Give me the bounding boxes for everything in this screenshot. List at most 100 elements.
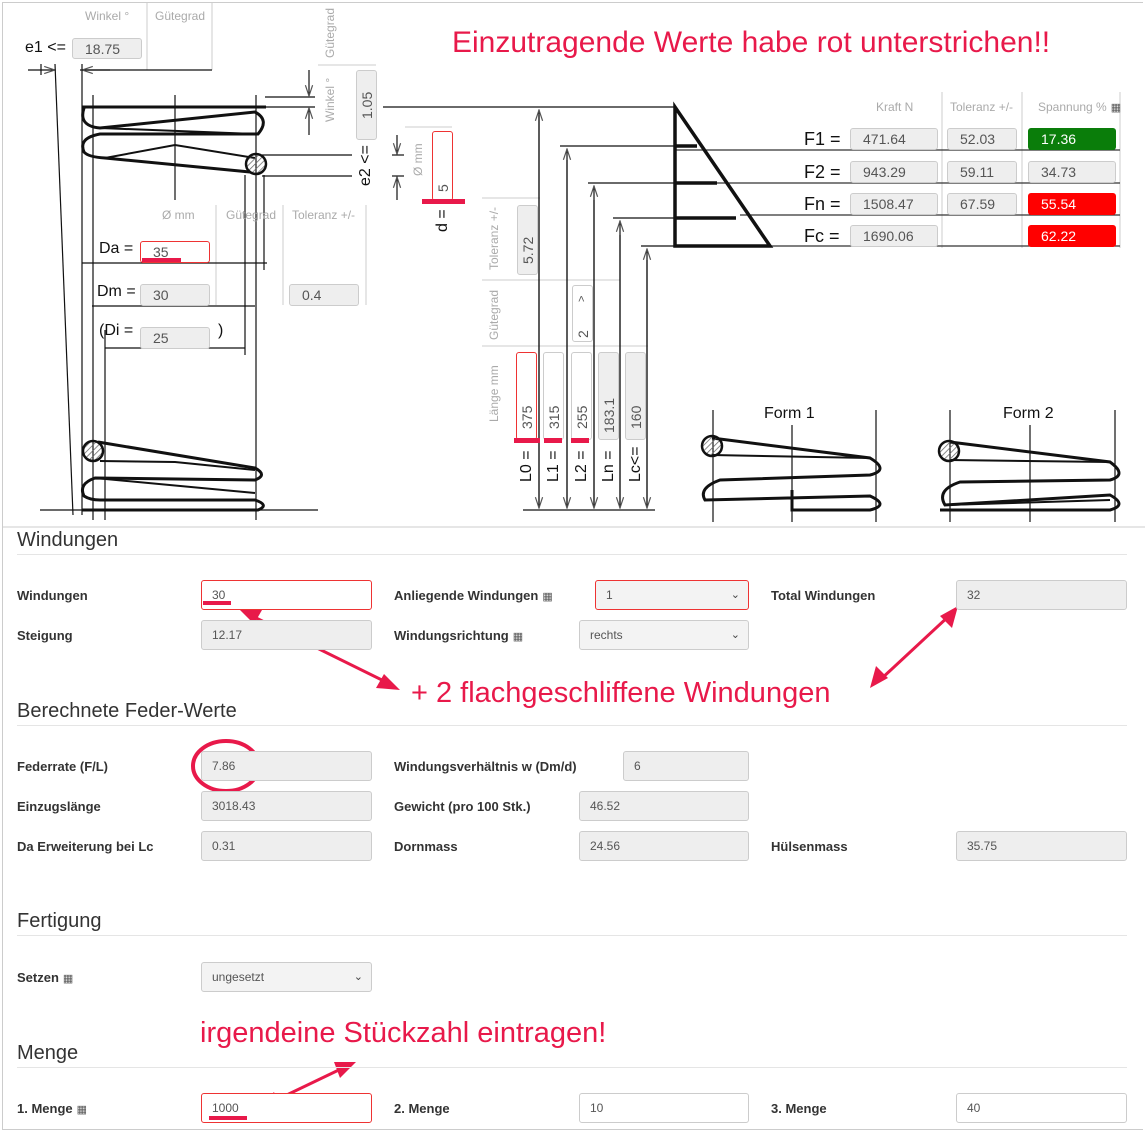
- gewicht-input: 46.52: [579, 791, 749, 821]
- anliegende-label: Anliegende Windungen▦: [394, 588, 553, 603]
- l0-value: 375: [519, 405, 535, 429]
- f2-spannung: 34.73: [1028, 161, 1116, 183]
- f2-kraft[interactable]: 943.29: [850, 161, 938, 183]
- l1-underline: [544, 438, 562, 443]
- dorn-label: Dornmass: [394, 839, 458, 854]
- e2-guetegrad-header: Gütegrad: [323, 7, 337, 58]
- gewicht-label: Gewicht (pro 100 Stk.): [394, 799, 531, 814]
- setzen-value: ungesetzt: [212, 970, 265, 984]
- d-unit-header: Ø mm: [411, 143, 425, 176]
- menge-annotation: irgendeine Stückzahl eintragen!: [200, 1017, 607, 1049]
- l2-label: L2 =: [573, 450, 590, 482]
- f2-toleranz[interactable]: 59.11: [947, 161, 1017, 183]
- di-label: (Di =: [99, 322, 134, 339]
- divider: [17, 935, 1127, 936]
- anliegende-text: Anliegende Windungen: [394, 588, 539, 603]
- e1-label: e1 <=: [25, 39, 66, 56]
- fc-label: Fc =: [804, 226, 840, 246]
- header-kraft: Kraft N: [876, 100, 914, 114]
- title-annotation: Einzutragende Werte habe rot unterstrich…: [452, 26, 1051, 59]
- info-icon[interactable]: ▦: [76, 1104, 88, 1116]
- spannung-text: Spannung %: [1038, 100, 1107, 114]
- length-guetegrad-select[interactable]: 2>: [572, 285, 593, 342]
- anliegende-select[interactable]: 1⌄: [595, 580, 749, 610]
- dorn-input: 24.56: [579, 831, 749, 861]
- da-underline: [142, 258, 181, 262]
- fn-label: Fn =: [804, 194, 841, 214]
- total-input: 32: [956, 580, 1127, 610]
- section-berechnet: Berechnete Feder-Werte: [17, 700, 237, 722]
- windungen-underline: [203, 601, 231, 605]
- setzen-label: Setzen▦: [17, 970, 73, 985]
- ln-input[interactable]: 183.1: [598, 352, 619, 440]
- chevron-icon: >: [576, 295, 588, 302]
- chevron-down-icon: ⌄: [353, 971, 363, 983]
- menge1-label: 1. Menge▦: [17, 1101, 87, 1116]
- e2-input[interactable]: 1.05: [356, 70, 377, 140]
- di-input[interactable]: 25: [140, 327, 210, 349]
- huelse-label: Hülsenmass: [771, 839, 848, 854]
- l2-value: 255: [574, 405, 590, 429]
- fc-kraft[interactable]: 1690.06: [850, 225, 938, 247]
- total-label: Total Windungen: [771, 588, 876, 603]
- header-winkel: Winkel °: [85, 9, 130, 23]
- l1-input[interactable]: 315: [543, 352, 564, 440]
- l0-underline: [514, 438, 540, 443]
- richtung-text: Windungsrichtung: [394, 628, 509, 643]
- chevron-down-icon: ⌄: [730, 629, 740, 641]
- menge1-input[interactable]: 1000: [201, 1093, 372, 1123]
- lc-label: Lc<=: [627, 446, 644, 482]
- lc-input[interactable]: 160: [625, 352, 646, 440]
- fn-spannung: 55.54: [1028, 193, 1116, 215]
- menge2-input[interactable]: 10: [579, 1093, 749, 1123]
- ln-value: 183.1: [601, 397, 617, 433]
- header-spannung: Spannung %▦: [1038, 100, 1121, 114]
- d-underline: [422, 199, 465, 204]
- d-input[interactable]: 5: [432, 131, 453, 201]
- info-icon[interactable]: ▦: [542, 591, 553, 603]
- steigung-label: Steigung: [17, 628, 73, 643]
- e1-input[interactable]: 18.75: [72, 38, 142, 59]
- header-guetegrad: Gütegrad: [155, 9, 206, 23]
- e2-value: 1.05: [359, 91, 375, 119]
- richtung-value: rechts: [590, 628, 623, 642]
- l1-label: L1 =: [545, 450, 562, 482]
- l1-value: 315: [546, 405, 562, 429]
- richtung-select[interactable]: rechts ⌄: [579, 620, 749, 650]
- fc-spannung: 62.22: [1028, 225, 1116, 247]
- f2-label: F2 =: [804, 162, 841, 182]
- form2-label: Form 2: [1003, 405, 1054, 422]
- setzen-text: Setzen: [17, 970, 59, 985]
- anliegende-value: 1: [606, 588, 613, 602]
- d-value: 5: [435, 184, 451, 192]
- da-input[interactable]: 35: [140, 241, 210, 263]
- setzen-select[interactable]: ungesetzt ⌄: [201, 962, 372, 992]
- dm-input[interactable]: 30: [140, 284, 210, 306]
- length-toleranz-input[interactable]: 5.72: [517, 205, 538, 275]
- einzug-label: Einzugslänge: [17, 799, 101, 814]
- divider: [17, 725, 1127, 726]
- info-icon[interactable]: ▦: [62, 973, 74, 985]
- l0-input[interactable]: 375: [516, 352, 537, 440]
- windungen-label: Windungen: [17, 588, 88, 603]
- menge3-input[interactable]: 40: [956, 1093, 1127, 1123]
- fn-toleranz[interactable]: 67.59: [947, 193, 1017, 215]
- info-icon[interactable]: ▦: [1110, 102, 1122, 114]
- ln-label: Ln =: [600, 450, 617, 482]
- l2-input[interactable]: 255: [571, 352, 592, 440]
- divider: [17, 1067, 1127, 1068]
- length-guetegrad-header: Gütegrad: [487, 289, 501, 340]
- lc-value: 160: [628, 405, 644, 429]
- f1-toleranz[interactable]: 52.03: [947, 128, 1017, 150]
- menge1-underline: [209, 1116, 247, 1120]
- section-fertigung: Fertigung: [17, 910, 102, 932]
- fn-kraft[interactable]: 1508.47: [850, 193, 938, 215]
- windungen-input[interactable]: 30: [201, 580, 372, 610]
- da-erw-input: 0.31: [201, 831, 372, 861]
- info-icon[interactable]: ▦: [512, 631, 524, 643]
- f1-kraft[interactable]: 471.64: [850, 128, 938, 150]
- dm-toleranz-input[interactable]: 0.4: [289, 284, 359, 306]
- verhaeltnis-input: 6: [623, 751, 749, 781]
